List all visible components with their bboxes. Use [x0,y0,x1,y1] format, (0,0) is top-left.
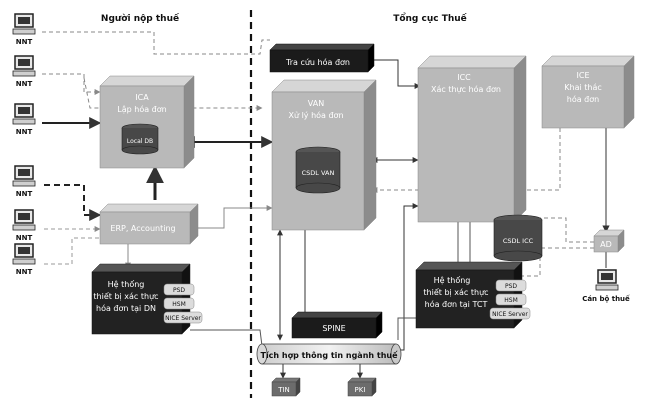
ad-label: AD [600,240,612,249]
integration-pipe: Tích hợp thông tin ngành thuế [256,343,402,365]
dn-module-psd-label: PSD [173,287,185,294]
nnt-computer-icon: NNT [12,209,36,242]
van-db: CSDL VAN [295,146,341,194]
dn-system-line-1: Hệ thống [108,279,145,289]
tct-module-psd-label: PSD [505,283,517,290]
dn-module-hsm-label: HSM [172,301,186,308]
ice-title: ICE [577,71,590,80]
nnt-label: NNT [16,268,33,276]
nnt-computer-icon: NNT [12,103,36,136]
icc-title: ICC [457,73,471,82]
connector-nnt6-erp [44,237,100,265]
nnt-label: NNT [16,234,33,242]
connector-dnsystem-integration [190,329,263,347]
officer-computer-icon [595,269,619,291]
nnt-label: NNT [16,190,33,198]
tct-module-nice-label: NICE Server [492,311,528,318]
nnt-label: NNT [16,38,33,46]
tct-system-line-3: hóa đơn tại TCT [425,299,488,310]
erp-label: ERP, Accounting [110,224,175,233]
van-subtitle: Xử lý hóa đơn [288,110,343,120]
tct-system: Hệ thống thiết bị xác thực hóa đơn tại T… [415,261,531,329]
tct-module-nice: NICE Server [489,307,531,320]
nnt-computers: NNT NNT NNT NNT NNT NNT [12,13,36,276]
dn-module-psd: PSD [163,283,195,296]
tct-system-line-1: Hệ thống [434,275,471,285]
tct-module-hsm: HSM [495,293,527,306]
erp-box: ERP, Accounting [99,203,199,245]
connector-lookup-icc [368,59,421,89]
nnt-computer-icon: NNT [12,165,36,198]
lookup-label: Tra cứu hóa đơn [285,57,350,67]
connector-nnt2-van [83,77,263,111]
connector-tct-ad [520,247,594,277]
integration-label: Tích hợp thông tin ngành thuế [260,350,398,360]
nnt-computer-icon: NNT [12,13,36,46]
nnt-computer-icon: NNT [12,55,36,88]
icc-box: ICC Xác thực hóa đơn [417,55,527,223]
nnt-computer-icon: NNT [12,243,36,276]
dn-module-hsm: HSM [163,297,195,310]
ica-title: ICA [135,93,149,102]
ica-subtitle: Lập hóa đơn [117,104,166,115]
spine-label: SPINE [322,324,345,333]
nnt-label: NNT [16,80,33,88]
icc-subtitle: Xác thực hóa đơn [431,84,501,95]
ad-box: AD [593,229,625,253]
section-title-tax-department: Tổng cục Thuế [393,12,467,24]
pki-box: PKI [347,377,377,397]
pki-label: PKI [355,386,366,394]
tin-label: TIN [277,386,290,394]
icc-db-label: CSDL ICC [503,237,534,245]
tin-box: TIN [271,377,301,397]
spine-box: SPINE [291,311,383,339]
icc-db: CSDL ICC [493,214,543,262]
nnt-label: NNT [16,128,33,136]
tct-module-psd: PSD [495,279,527,292]
dn-system-line-3: hóa đơn tại DN [96,303,156,314]
van-db-label: CSDL VAN [302,169,335,177]
ica-box: ICA Lập hóa đơn Local DB [99,75,195,169]
connector-tct-integration [397,317,416,340]
connector-icc-integration [398,203,419,351]
ice-subtitle-1: Khai thác [564,83,602,92]
van-title: VAN [308,99,324,108]
ica-local-db: Local DB [121,123,159,155]
van-box: VAN Xử lý hóa đơn CSDL VAN [271,79,377,231]
dn-system: Hệ thống thiết bị xác thực hóa đơn tại D… [91,263,203,335]
connector-erp-van [192,205,273,229]
tct-system-line-2: thiết bị xác thực [423,287,488,298]
connector-nnt2-ica [42,73,101,95]
lookup-box: Tra cứu hóa đơn [269,43,375,73]
officer-label: Cán bộ thuế [582,294,630,303]
dn-module-nice: NICE Server [163,311,203,324]
dn-module-nice-label: NICE Server [165,315,201,322]
section-title-taxpayer: Người nộp thuế [101,13,180,24]
ice-subtitle-2: hóa đơn [567,94,599,104]
ica-db-label: Local DB [127,138,153,145]
connector-nnt1-icc [42,31,270,55]
tct-module-hsm-label: HSM [504,297,518,304]
dn-system-line-2: thiết bị xác thực [93,291,158,302]
ice-box: ICE Khai thác hóa đơn [541,55,635,129]
connector-nnt4-erp [44,184,102,221]
